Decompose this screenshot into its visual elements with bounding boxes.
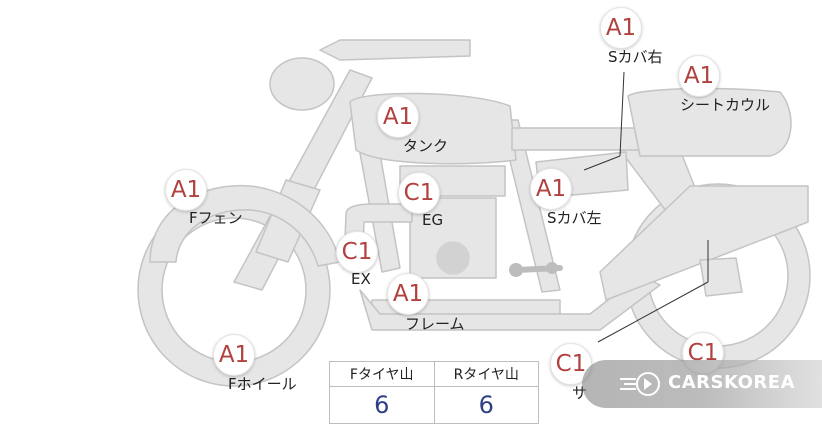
- header-front-tire-tread: Fタイヤ山: [329, 361, 435, 387]
- badge-s-cover-right: A1: [600, 7, 642, 49]
- badge-frame: A1: [387, 273, 429, 315]
- badge-seat-cowl: A1: [678, 55, 720, 97]
- label-engine: EG: [422, 211, 444, 229]
- watermark: CARSKOREA: [582, 360, 822, 408]
- label-f-fender: Fフェン: [189, 209, 243, 227]
- label-exhaust: EX: [351, 270, 371, 288]
- header-rear-tire-tread: Rタイヤ山: [433, 361, 539, 387]
- headlight: [269, 57, 335, 111]
- label-seat-cowl: シートカウル: [680, 96, 771, 114]
- label-tank: タンク: [403, 137, 449, 155]
- label-s-cover-right: Sカバ右: [608, 48, 663, 66]
- label-s-cover-left: Sカバ左: [547, 209, 602, 227]
- badge-rear-left: C1: [550, 343, 592, 385]
- badge-exhaust: C1: [336, 231, 378, 273]
- badge-f-wheel: A1: [213, 334, 255, 376]
- badge-engine: C1: [398, 172, 440, 214]
- tire-tread-table: Fタイヤ山 Rタイヤ山 6 6: [329, 361, 539, 424]
- badge-s-cover-left: A1: [530, 168, 572, 210]
- label-frame: フレーム: [405, 315, 465, 333]
- label-f-wheel: Fホイール: [228, 375, 297, 393]
- seat-cowl: [627, 87, 792, 157]
- badge-f-fender: A1: [165, 169, 207, 211]
- watermark-text: CARSKOREA: [668, 372, 795, 393]
- carskorea-logo-icon: [620, 372, 660, 396]
- badge-tank: A1: [377, 96, 419, 138]
- value-rear-tire-tread: 6: [433, 386, 539, 424]
- value-front-tire-tread: 6: [329, 386, 435, 424]
